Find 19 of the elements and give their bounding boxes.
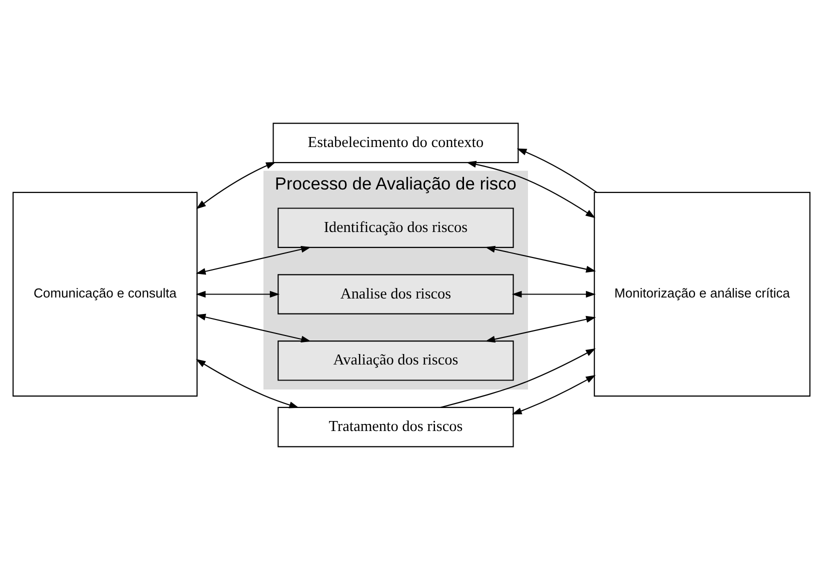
arrow [512,374,596,414]
arrow [196,313,311,342]
node-box: Tratamento dos riscos [278,406,514,447]
arrow [516,148,598,192]
arrow [196,161,276,209]
arrow [485,245,596,272]
node-box: Identificação dos riscos [278,207,514,248]
arrow [466,160,596,218]
arrow [196,358,300,408]
arrow [196,290,280,298]
arrow [512,290,596,298]
arrow [440,348,596,408]
node-box: Estabelecimento do contexto [272,122,519,163]
node-box: Avaliação dos riscos [278,340,514,380]
arrow [485,315,596,342]
arrow [196,245,311,274]
node-box: Comunicação e consulta [12,191,198,396]
node-box: Monitorização e análise crítica [594,191,810,396]
node-box: Analise dos riscos [278,274,514,314]
